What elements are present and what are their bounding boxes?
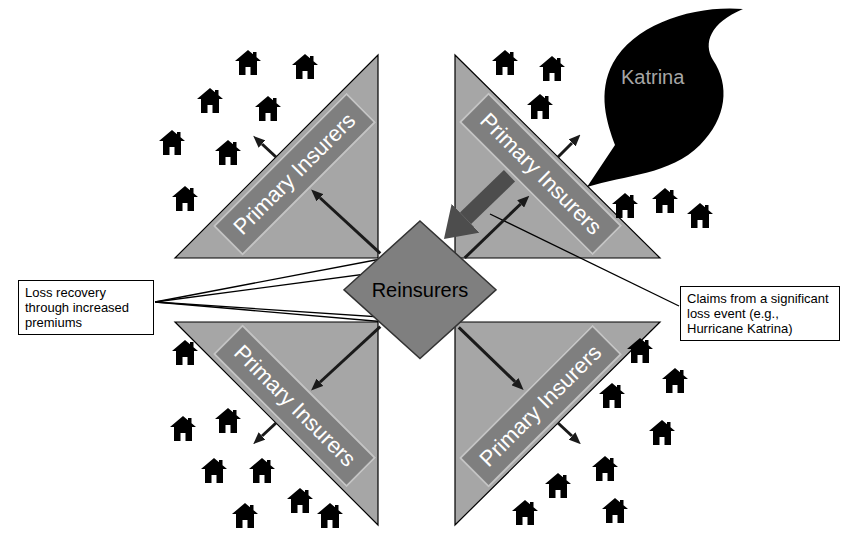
premium-arrow bbox=[262, 144, 276, 157]
premium-arrow bbox=[320, 198, 380, 254]
house-icon bbox=[232, 503, 258, 528]
house-icon bbox=[527, 94, 553, 119]
house-icon bbox=[599, 383, 625, 408]
market-triangle bbox=[175, 55, 378, 258]
hurricane-outline bbox=[585, 5, 745, 190]
house-icon bbox=[602, 498, 628, 523]
premium-arrow bbox=[459, 327, 515, 381]
house-icon bbox=[539, 56, 565, 81]
hurricane-fill bbox=[587, 8, 743, 187]
house-icon bbox=[215, 408, 241, 433]
hurricane-name: Katrina bbox=[621, 65, 684, 89]
house-icon bbox=[287, 488, 313, 513]
leader-line bbox=[155, 302, 386, 322]
house-icon bbox=[592, 456, 618, 481]
house-icon bbox=[612, 193, 638, 218]
callout-box: Loss recovery through increased premiums bbox=[18, 280, 154, 335]
house-icon bbox=[170, 416, 196, 441]
house-icon bbox=[197, 88, 223, 113]
diamond-fill bbox=[344, 221, 496, 359]
house-icon bbox=[172, 340, 198, 365]
house-icon bbox=[255, 96, 281, 121]
house-icon bbox=[201, 458, 227, 483]
node-label: Reinsurers bbox=[372, 278, 469, 302]
house-icon bbox=[687, 203, 713, 228]
house-icon bbox=[292, 54, 318, 79]
reinsurer-diamond: Reinsurers bbox=[343, 220, 497, 360]
callout-text: Loss recovery through increased premiums bbox=[25, 285, 147, 330]
house-icon bbox=[492, 50, 518, 75]
house-icon bbox=[545, 473, 571, 498]
premium-arrow bbox=[558, 143, 572, 157]
house-icon bbox=[652, 188, 678, 213]
house-icon bbox=[249, 458, 275, 483]
house-icon bbox=[649, 420, 675, 445]
market-triangle bbox=[175, 322, 378, 525]
claims-arrow bbox=[466, 176, 510, 218]
house-icon bbox=[172, 186, 198, 211]
house-icon bbox=[627, 338, 653, 363]
house-icon bbox=[235, 50, 261, 75]
house-icon bbox=[317, 503, 343, 528]
market-triangle bbox=[455, 322, 660, 525]
premium-arrow bbox=[320, 327, 380, 383]
house-icon bbox=[512, 500, 538, 525]
premium-arrow bbox=[262, 423, 276, 436]
premium-arrow bbox=[558, 423, 572, 436]
house-icon bbox=[215, 140, 241, 165]
callout-text: Claims from a significant loss event (e.… bbox=[687, 291, 833, 336]
house-icon bbox=[159, 130, 185, 155]
hurricane-shape: Katrina bbox=[585, 5, 745, 190]
house-icon bbox=[662, 368, 688, 393]
callout-box: Claims from a significant loss event (e.… bbox=[680, 286, 840, 341]
